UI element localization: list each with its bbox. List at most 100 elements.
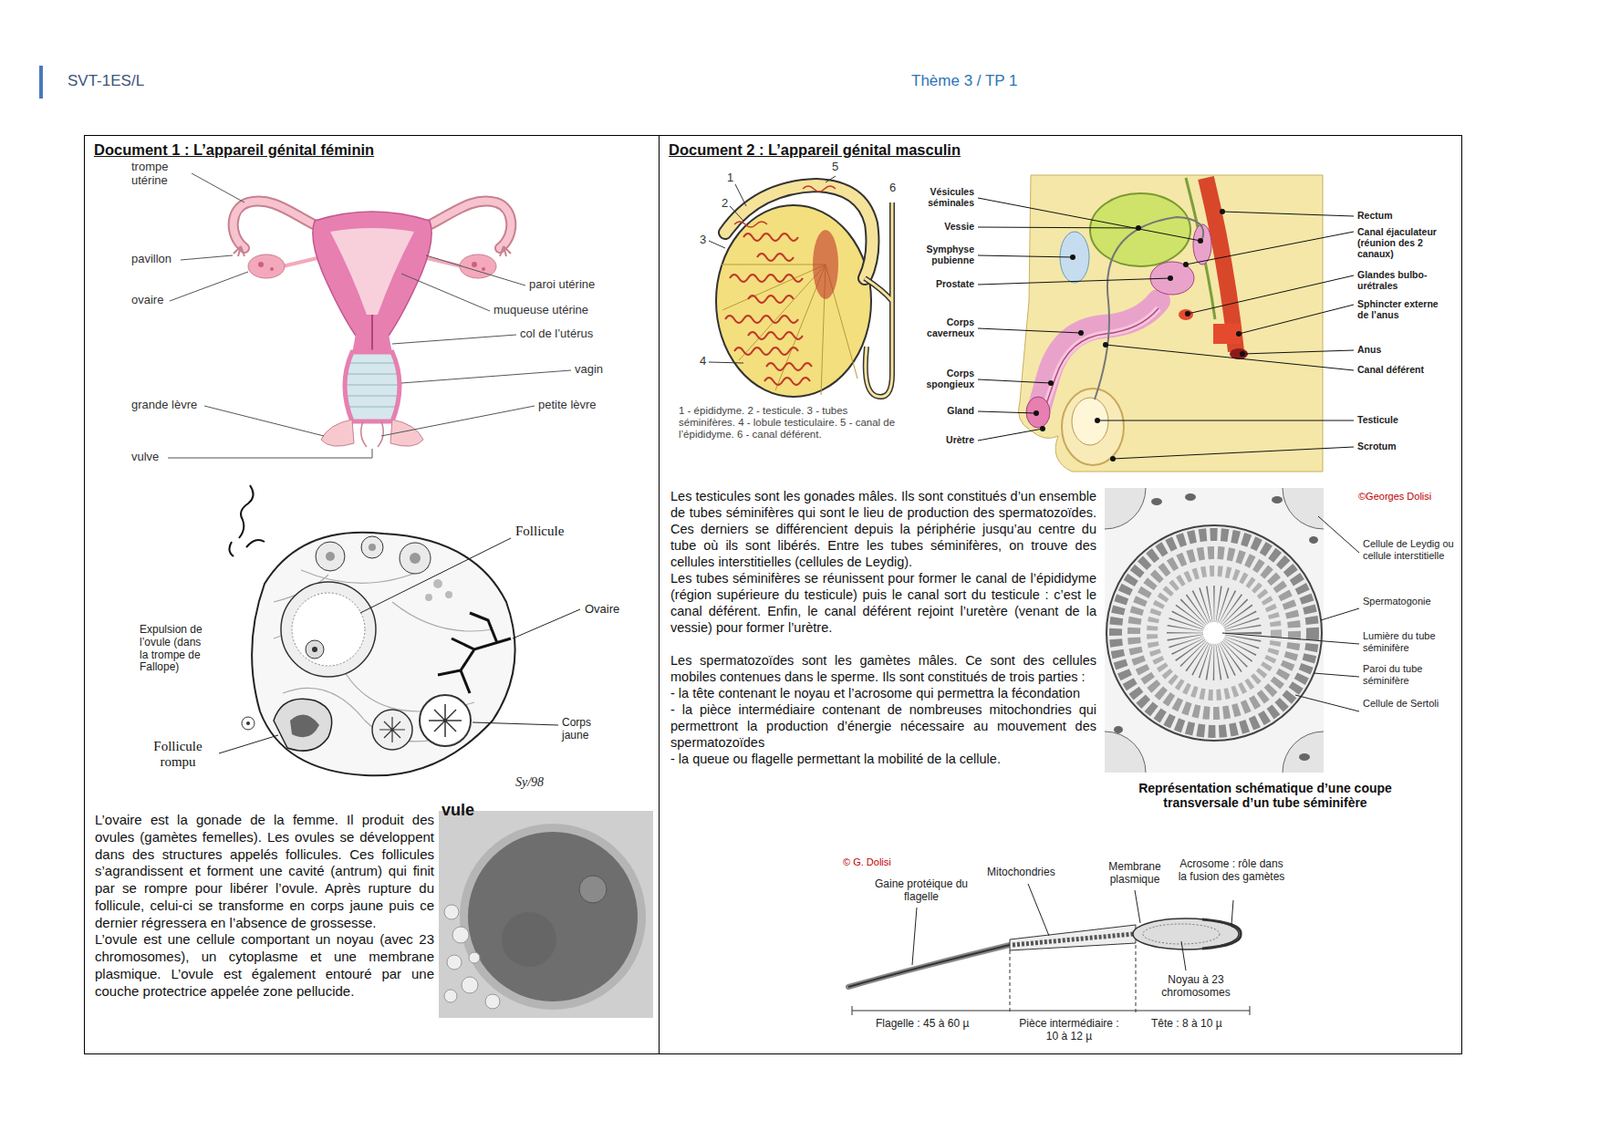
- leader-dot: [1197, 238, 1204, 244]
- header-bar: [39, 65, 43, 99]
- leader-line: [977, 411, 1037, 414]
- leader-line: [708, 176, 836, 364]
- tubule-section: [1104, 488, 1146, 530]
- male-sagittal-section: [1090, 193, 1191, 267]
- leader-line: [912, 907, 917, 966]
- ovary-section: [246, 721, 250, 726]
- ovary-section: [241, 716, 255, 730]
- body-paragraph: Les spermatozoïdes sont les gamètes mâle…: [670, 653, 1387, 686]
- female-tract: [361, 421, 385, 447]
- leader-dot: [1183, 261, 1189, 268]
- leader-line: [1105, 344, 1354, 371]
- leader-line: [381, 405, 535, 437]
- body-paragraph: Les testicules sont les gonades mâles. I…: [670, 488, 1387, 572]
- tubule-section: [1151, 498, 1163, 506]
- spermatozoon-drawing: [1012, 934, 1133, 946]
- body-paragraph: - la queue ou flagelle permettant la mob…: [670, 751, 1387, 769]
- leader-dot: [1033, 208, 1246, 462]
- ovary-section: [228, 485, 515, 776]
- copyright-note: © G. Dolisi: [842, 856, 892, 869]
- leader-dot: [1135, 225, 1142, 231]
- ovary-section: [251, 532, 516, 777]
- leader-dot: [1094, 417, 1101, 424]
- document-panel: Document 2 : L’appareil génital masculin…: [658, 135, 1463, 1055]
- leader-line: [1134, 890, 1141, 924]
- testis-drawing: [716, 205, 872, 397]
- part-label: Glandes bulbo-urétrales: [1357, 269, 1449, 291]
- callout-number: 6: [889, 181, 896, 196]
- part-label: Lumière du tube séminifère: [1362, 630, 1455, 654]
- female-tract: [270, 267, 274, 271]
- female-tract: [233, 201, 322, 249]
- part-label: Testicule: [1357, 414, 1449, 426]
- testis-drawing: [729, 274, 803, 282]
- female-tract: [330, 228, 415, 315]
- part-label: pavillon: [131, 252, 172, 267]
- leader-line: [167, 448, 373, 458]
- leader-line: [1112, 446, 1354, 459]
- leader-line: [708, 240, 726, 249]
- leader-line: [912, 883, 1234, 971]
- male-sagittal-section: [1178, 309, 1194, 321]
- float-spacer: [1096, 488, 1387, 825]
- leader-line: [977, 278, 1171, 285]
- leader-line: [512, 609, 581, 639]
- tubule-section: [1104, 488, 1324, 773]
- ovary-section: [305, 640, 324, 659]
- female-tract: [321, 419, 354, 447]
- callout-number: 3: [699, 233, 707, 248]
- leader-line: [1222, 211, 1354, 217]
- figure-caption: Représentation schématique d’une coupe t…: [1114, 780, 1416, 811]
- part-label: Follicule: [515, 523, 564, 540]
- male-sagittal-section: [1018, 175, 1324, 472]
- spermatozoon-drawing: [851, 1006, 1250, 1016]
- copyright-note: ©Georges Dolisi: [1358, 490, 1432, 503]
- ovule-photo: [446, 955, 462, 970]
- female-tract: [343, 363, 401, 407]
- leader-dot: [1033, 410, 1039, 416]
- female-tract: [471, 261, 478, 268]
- leader-line: [729, 206, 744, 221]
- ovary-section: [228, 485, 265, 557]
- ovary-section: [315, 541, 345, 572]
- ovule-photo: [444, 989, 458, 1003]
- tubule-section: [1104, 731, 1146, 773]
- female-tract: [344, 352, 400, 422]
- ovary-section: [311, 646, 318, 653]
- leader-line: [977, 197, 1354, 459]
- female-tract: [248, 254, 285, 279]
- part-label: Cellule de Sertoli: [1362, 697, 1455, 710]
- part-label: muqueuse utérine: [493, 303, 589, 318]
- part-label: Scrotum: [1357, 440, 1449, 452]
- dimension-label: Flagelle : 45 à 60 µ: [875, 1018, 969, 1031]
- leader-line: [1320, 608, 1360, 621]
- dimension-label: Pièce intermédiaire : 10 à 12 µ: [1014, 1018, 1124, 1044]
- ovule-photo: [438, 810, 654, 1019]
- leader-line: [977, 255, 1073, 258]
- tubule-section: [1282, 731, 1324, 773]
- legend-note: 1 - épididyme. 2 - testicule. 3 - tubes …: [678, 405, 896, 442]
- panel-heading: Document 1 : L’appareil génital féminin: [93, 141, 659, 159]
- tubule-section: [1133, 552, 1295, 714]
- header-text: SVT-1ES/L: [67, 72, 145, 91]
- signature: Sy/98: [515, 775, 544, 790]
- leader-line: [825, 176, 836, 183]
- part-label: Follicule rompu: [136, 738, 219, 771]
- body-paragraph: L’ovaire est la gonade de la femme. Il p…: [94, 811, 654, 932]
- leader-line: [977, 328, 1081, 333]
- ovule-photo: [461, 976, 478, 994]
- part-label: Canal éjaculateur (réunion des 2 canaux): [1357, 226, 1449, 260]
- female-tract: [233, 201, 512, 447]
- part-label: Membrane plasmique: [1096, 861, 1174, 887]
- part-label: Canal déférent: [1357, 363, 1449, 375]
- part-label: Symphyse pubienne: [914, 243, 975, 266]
- dimension-label: Tête : 8 à 10 µ: [1151, 1018, 1223, 1031]
- leader-line: [191, 173, 245, 203]
- leader-line: [977, 379, 1051, 384]
- testis-drawing: [725, 315, 799, 323]
- leader-line: [1028, 883, 1050, 936]
- spermatozoon-drawing: [1202, 919, 1241, 949]
- leader-line: [1097, 420, 1354, 422]
- female-tract: [344, 352, 400, 422]
